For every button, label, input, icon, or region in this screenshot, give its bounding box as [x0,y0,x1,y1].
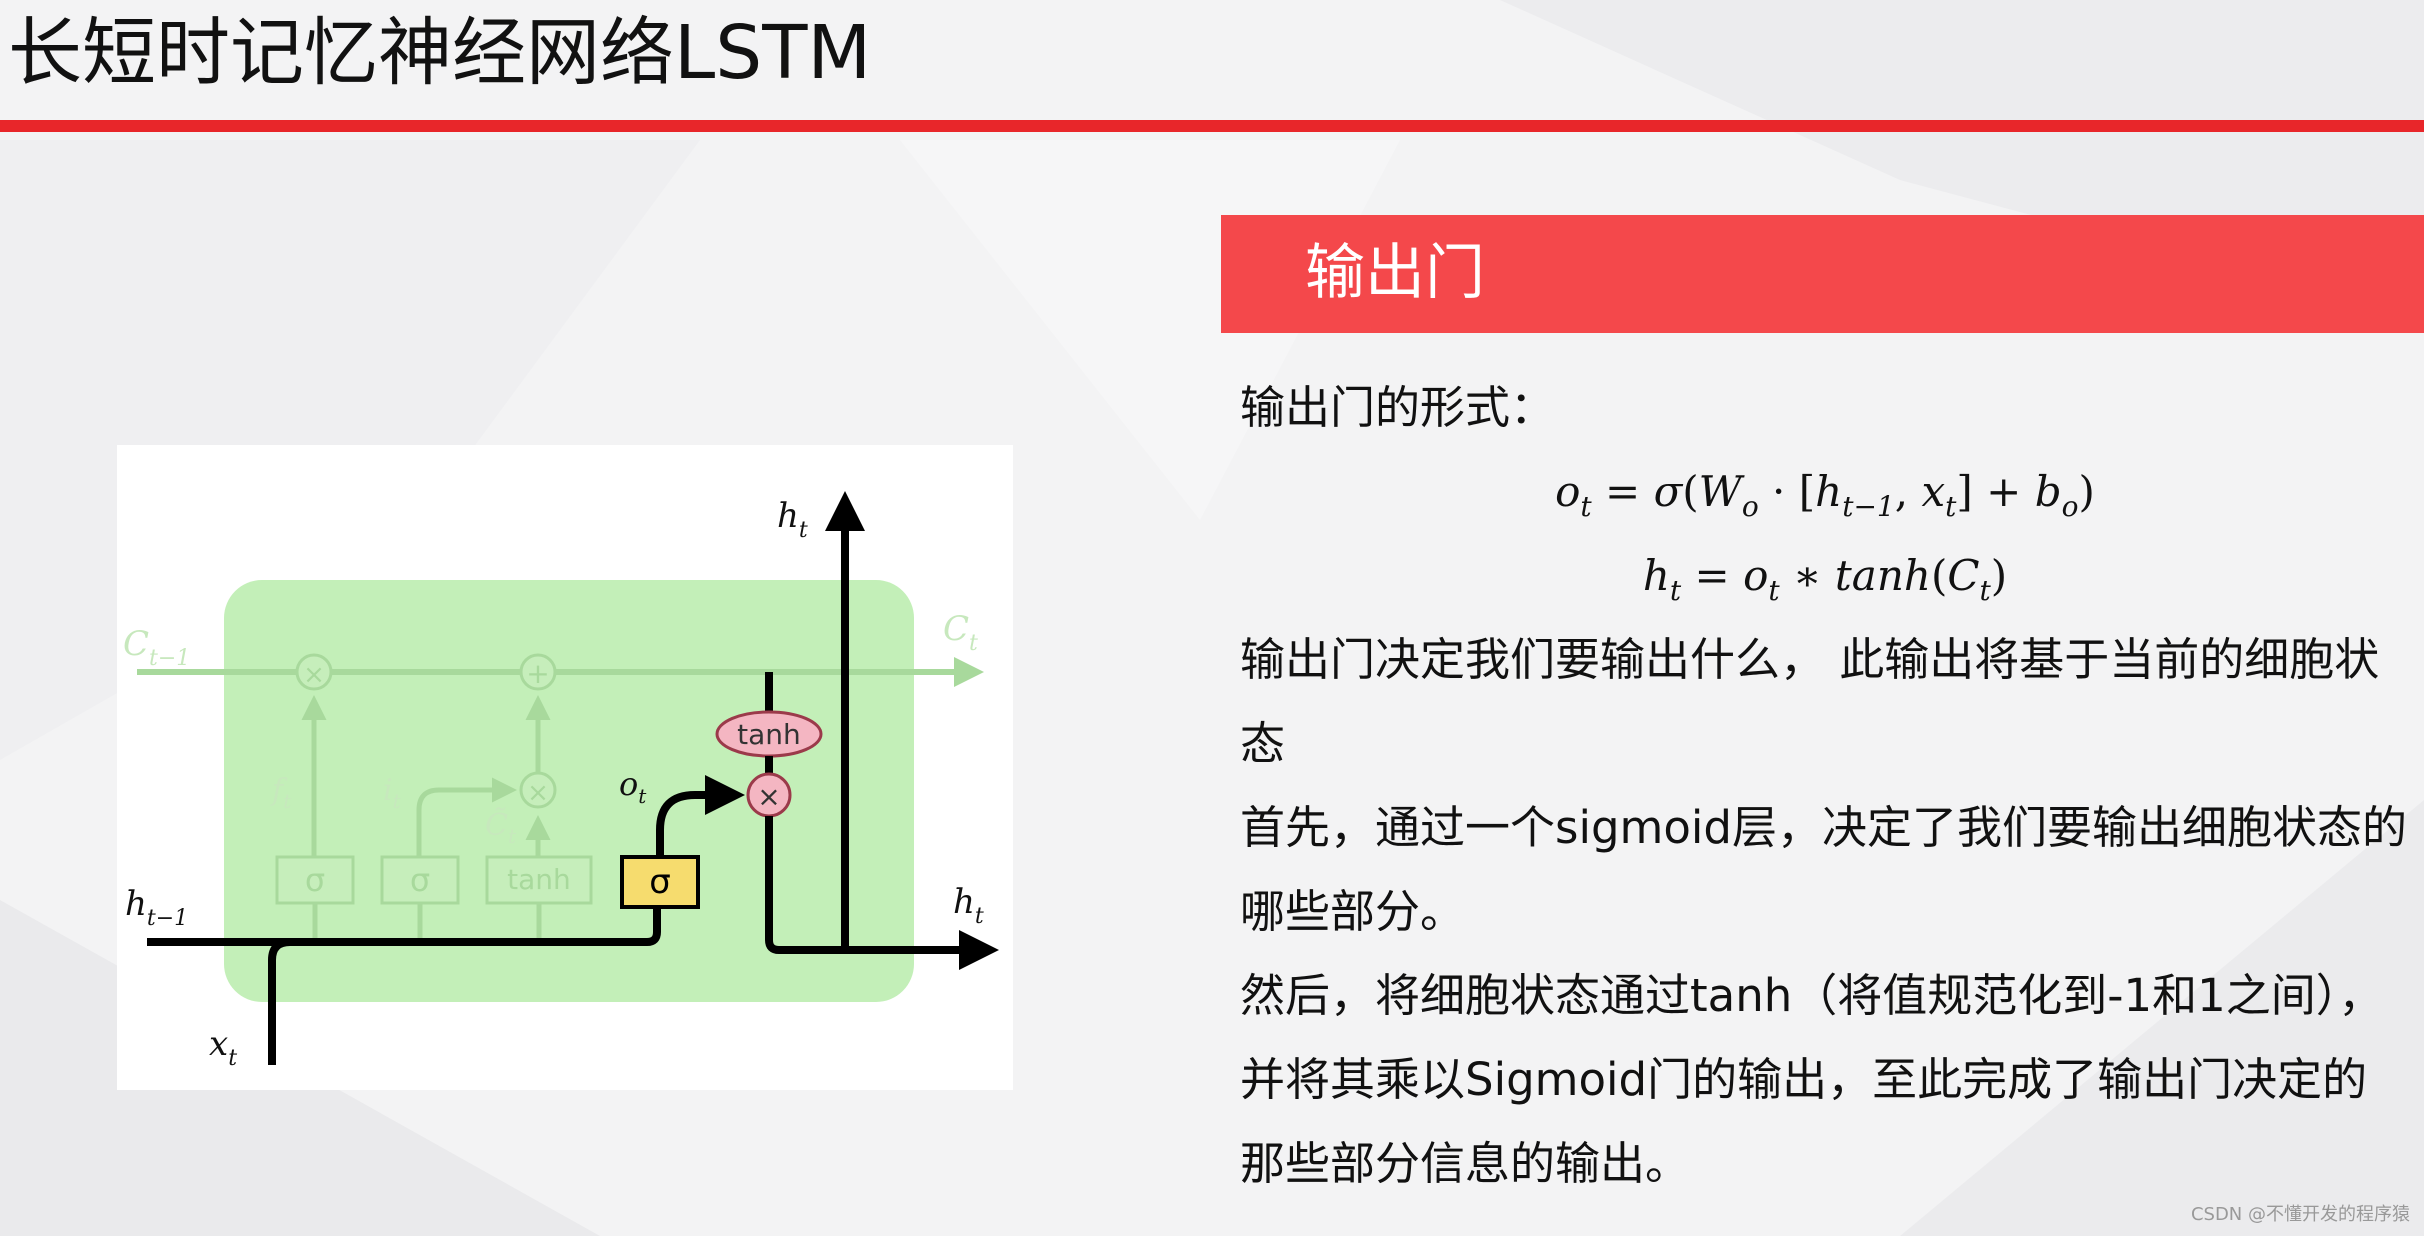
page-title: 长短时记忆神经网络LSTM [8,10,872,96]
label-c-t: Ct [943,609,978,656]
output-sigma-label: σ [649,862,671,902]
input-line [147,905,661,946]
faded-multiply-op-2 [519,771,557,809]
content-body: 输出门的形式： ot = σ(Wo · [ht−1, xt] + bo) ht … [1240,366,2410,1206]
faded-tanh-label: tanh [507,863,571,896]
paragraph-1: 输出门决定我们要输出什么， 此输出将基于当前的细胞状态 [1240,633,2380,770]
faded-sigma-label-2: σ [410,861,430,899]
intro-text: 输出门的形式： [1240,381,1556,434]
label-x-t: xt [209,1024,237,1071]
faded-sigma-label-1: σ [305,861,325,899]
faded-multiply-symbol-1: × [303,660,325,690]
faded-plus-symbol: + [526,657,549,690]
faded-tanh-gate [485,855,593,905]
multiply-op-label: × [757,780,780,813]
title-rule [0,120,2424,132]
faded-multiply-op-1 [295,653,333,691]
label-c-tilde: C̃t [485,808,517,848]
faded-plus-op [519,653,557,691]
faded-sigma-gate-1 [275,855,355,905]
label-h-prev: ht−1 [125,884,188,931]
formula-hidden-state: ht = ot ∗ tanh(Ct) [1642,551,2008,607]
watermark: CSDN @不懂开发的程序猿 [2190,1204,2410,1225]
output-sigma-gate [620,855,700,909]
section-heading: 输出门 [1305,238,1485,308]
lstm-diagram: Ct−1 Ct × + × ft it C̃t σ σ tanh ht−1 xt [117,445,1013,1090]
paragraph-2: 首先，通过一个sigmoid层，决定了我们要输出细胞状态的哪些部分。 [1240,801,2407,938]
section-banner: 输出门 [1221,215,2424,333]
label-h-t-right: ht [953,882,984,929]
label-c-prev: Ct−1 [123,624,190,671]
label-h-t-top: ht [777,496,808,543]
tanh-op-label: tanh [737,718,801,751]
label-i-t: it [383,773,402,813]
faded-multiply-symbol-2: × [527,778,549,808]
formula-output-gate: ot = σ(Wo · [ht−1, xt] + bo) [1555,467,2095,523]
x-input-line [268,938,291,1065]
paragraph-3: 然后，将细胞状态通过tanh（将值规范化到-1和1之间），并将其乘以Sigmoi… [1240,969,2384,1190]
label-o-t: ot [619,765,647,808]
faded-sigma-gate-2 [380,855,460,905]
